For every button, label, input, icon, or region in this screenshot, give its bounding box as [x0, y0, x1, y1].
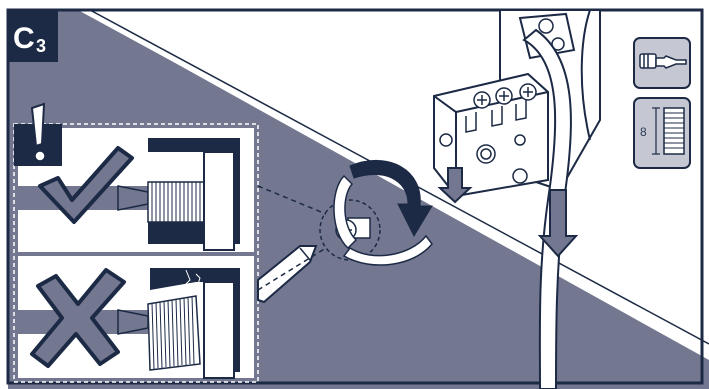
- screwdriver-tool-box: [634, 38, 690, 88]
- tilted-screw-thread: [148, 296, 200, 370]
- screw-thread: [148, 182, 204, 222]
- step-letter: C: [13, 22, 35, 55]
- step-number: 3: [36, 36, 46, 56]
- strip-length-value: 8: [640, 125, 647, 139]
- strip-length-tool-box: 8: [634, 98, 690, 168]
- incorrect-example: [18, 256, 254, 378]
- step-badge: C 3: [8, 10, 58, 62]
